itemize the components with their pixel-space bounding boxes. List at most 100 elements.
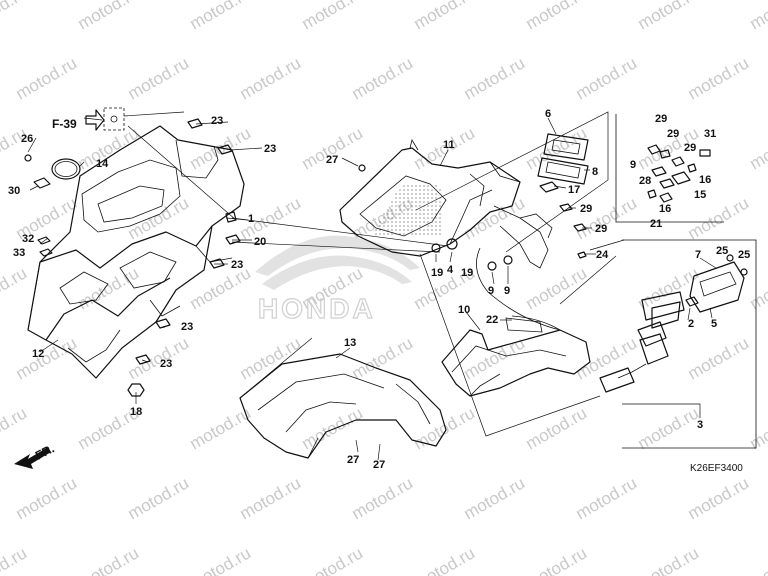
watermark-text: motod.ru	[635, 0, 703, 33]
hatch-dot	[427, 205, 429, 207]
watermark-text: motod.ru	[0, 263, 30, 313]
hatch-dot	[403, 225, 405, 227]
hatch-dot	[415, 213, 417, 215]
hatch-dot	[399, 213, 401, 215]
watermark-text: motod.ru	[125, 193, 193, 243]
hatch-dot	[387, 229, 389, 231]
hatch-dot	[439, 233, 441, 235]
callout-18: 18	[130, 406, 142, 418]
hatch-dot	[407, 217, 409, 219]
hatch-dot	[411, 197, 413, 199]
hatch-dot	[383, 221, 385, 223]
watermark-text: motod.ru	[13, 473, 81, 523]
honda-logo-text: HONDA	[258, 293, 376, 324]
hatch-dot	[375, 229, 377, 231]
hatch-dot	[407, 209, 409, 211]
hatch-dot	[399, 229, 401, 231]
watermark-text: motod.ru	[461, 193, 529, 243]
watermark-text: motod.ru	[237, 53, 305, 103]
watermark-text: motod.ru	[685, 333, 753, 383]
watermark-text: motod.ru	[75, 0, 143, 33]
watermark-text: motod.ru	[523, 123, 591, 173]
hatch-dot	[407, 193, 409, 195]
watermark-text: motod.ru	[75, 123, 143, 173]
hatch-dot	[411, 193, 413, 195]
watermark-text: motod.ru	[685, 53, 753, 103]
license-bracket-part-10	[441, 317, 591, 397]
watermark-text: motod.ru	[237, 333, 305, 383]
watermark-text: motod.ru	[349, 473, 417, 523]
callout-6: 6	[545, 108, 551, 120]
hatch-dot	[411, 225, 413, 227]
callout-30: 30	[8, 185, 20, 197]
hatch-dot	[427, 189, 429, 191]
hatch-dot	[383, 217, 385, 219]
callout-15: 15	[694, 189, 706, 201]
turn-signal-small-parts	[647, 144, 711, 203]
hatch-dot	[431, 193, 433, 195]
hatch-dot	[391, 217, 393, 219]
callout-31: 31	[704, 128, 716, 140]
watermark-text: motod.ru	[573, 473, 641, 523]
hatch-dot	[435, 185, 437, 187]
hatch-dot	[415, 225, 417, 227]
hatch-dot	[423, 217, 425, 219]
hatch-dot	[435, 197, 437, 199]
hatch-dot	[439, 209, 441, 211]
hatch-dot	[395, 229, 397, 231]
hatch-dot	[379, 229, 381, 231]
watermark-text: motod.ru	[573, 53, 641, 103]
hatch-dot	[435, 201, 437, 203]
watermark-text: motod.ru	[125, 53, 193, 103]
hatch-dot	[419, 221, 421, 223]
front-direction-marker: FR.	[14, 441, 57, 469]
hatch-dot	[395, 205, 397, 207]
hatch-dot	[403, 193, 405, 195]
hatch-dot	[423, 221, 425, 223]
hatch-dot	[387, 217, 389, 219]
hatch-dot	[411, 185, 413, 187]
hatch-dot	[419, 233, 421, 235]
hatch-dot	[395, 193, 397, 195]
callout-23: 23	[160, 358, 172, 370]
hatch-dot	[423, 189, 425, 191]
hatch-dot	[411, 233, 413, 235]
watermark-text: motod.ru	[299, 543, 367, 576]
watermark-text: motod.ru	[461, 473, 529, 523]
watermark-text: motod.ru	[411, 0, 479, 33]
hatch-dot	[439, 213, 441, 215]
hatch-dot	[399, 201, 401, 203]
callout-22: 22	[486, 314, 498, 326]
hatch-dot	[391, 205, 393, 207]
watermark-text: motod.ru	[461, 333, 529, 383]
hatch-dot	[419, 201, 421, 203]
watermark-text: motod.ru	[747, 263, 768, 313]
hatch-dot	[415, 185, 417, 187]
callout-27: 27	[326, 154, 338, 166]
reference-f39-marker: F-39	[52, 109, 105, 131]
hatch-dot	[383, 213, 385, 215]
hatch-dot	[387, 225, 389, 227]
hatch-dot	[431, 217, 433, 219]
watermark-text: motod.ru	[187, 403, 255, 453]
hatch-dot	[415, 197, 417, 199]
rear-inner-fender-part-12	[27, 125, 245, 379]
callout-11: 11	[443, 139, 455, 151]
watermark-text: motod.ru	[187, 263, 255, 313]
hatch-dot	[419, 185, 421, 187]
hatch-dot	[439, 201, 441, 203]
callout-16: 16	[659, 203, 671, 215]
hatch-dot	[423, 193, 425, 195]
hatch-dot	[427, 217, 429, 219]
hatch-dot	[399, 209, 401, 211]
hatch-dot	[411, 209, 413, 211]
hatch-dot	[439, 205, 441, 207]
hatch-dot	[439, 189, 441, 191]
hatch-dot	[435, 209, 437, 211]
hatch-dot	[411, 205, 413, 207]
hatch-dot	[391, 221, 393, 223]
hatch-dot	[415, 233, 417, 235]
callout-9: 9	[504, 285, 510, 297]
callout-14: 14	[96, 158, 109, 170]
